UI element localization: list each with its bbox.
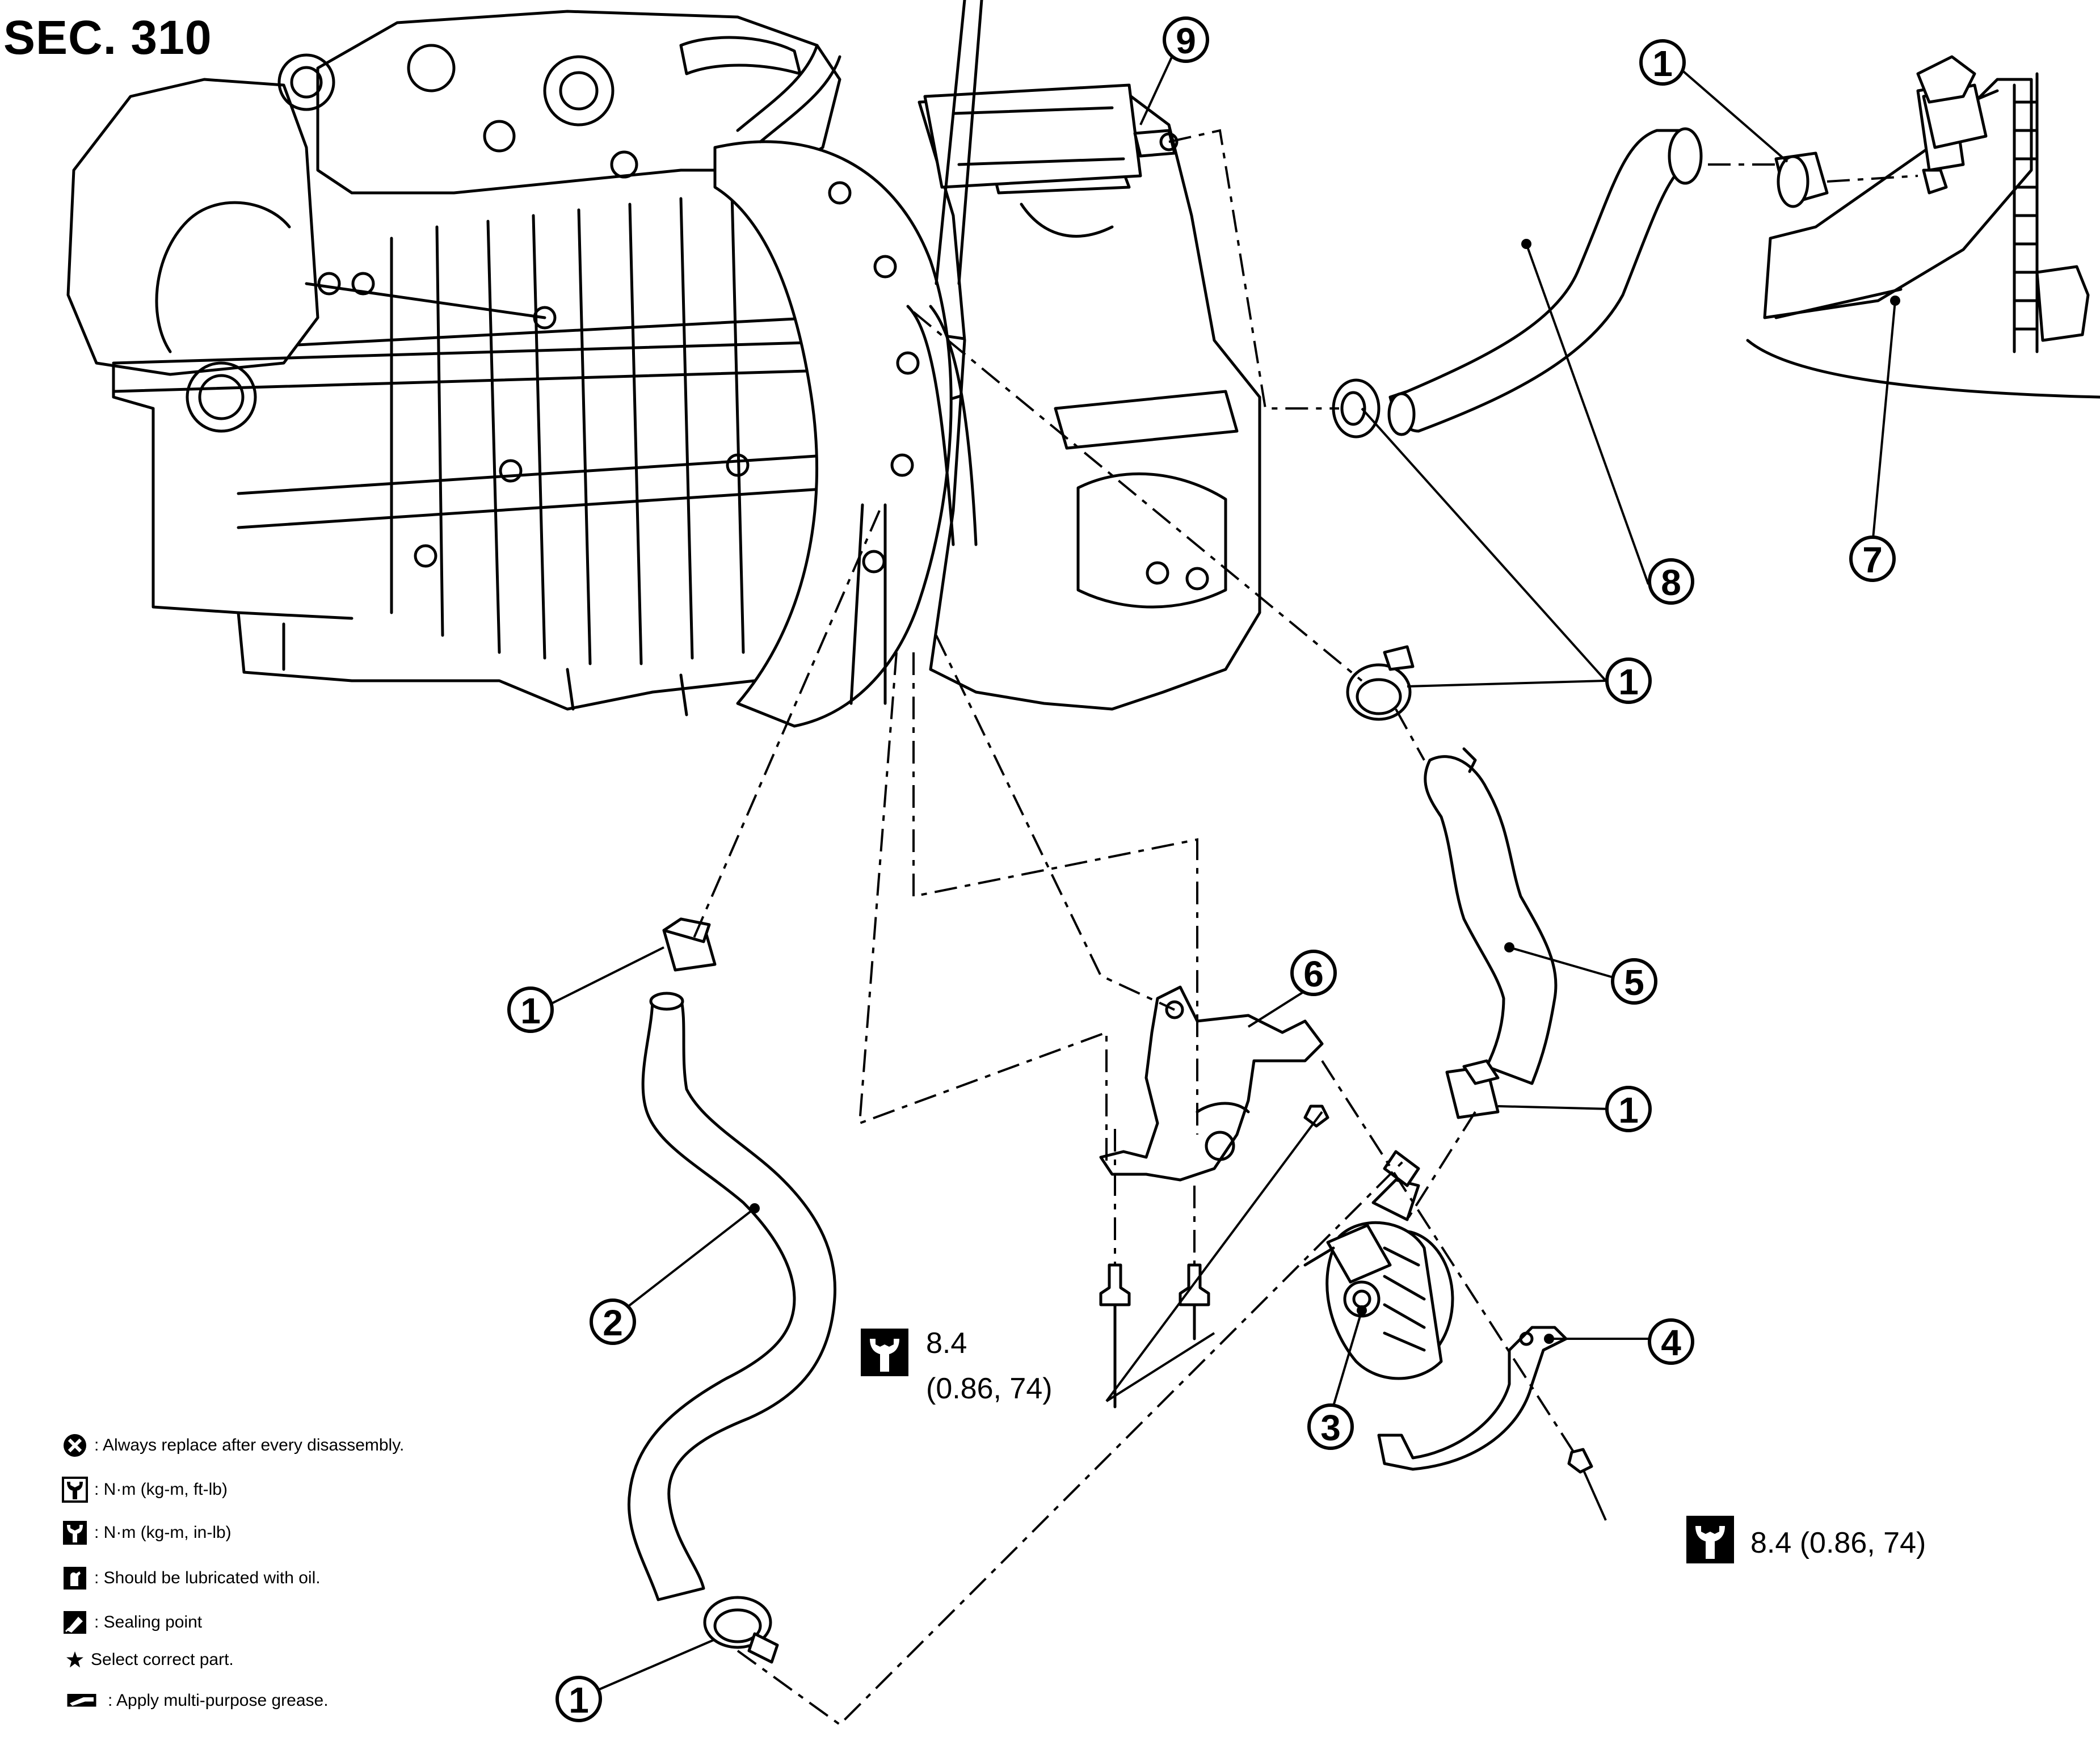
svg-text:1: 1 bbox=[520, 990, 541, 1031]
callout-number-1-bottom: 1 bbox=[555, 1676, 602, 1722]
sealant-icon bbox=[64, 1611, 86, 1634]
engine-transaxle-assembly bbox=[66, 0, 1261, 728]
torque-ftlb-icon bbox=[62, 1477, 88, 1503]
radiator bbox=[1746, 55, 2100, 399]
callout-number-9: 9 bbox=[1163, 16, 1209, 63]
hose-5 bbox=[1424, 747, 1558, 1085]
legend-row-replace: : Always replace after every disassembly… bbox=[61, 1430, 404, 1461]
clamp-hose-2-bottom bbox=[703, 1596, 779, 1664]
callout-number-4: 4 bbox=[1648, 1318, 1694, 1365]
svg-text:3: 3 bbox=[1320, 1407, 1341, 1448]
torque-wrench-icon bbox=[1686, 1516, 1734, 1563]
callout-number-8: 8 bbox=[1648, 558, 1694, 605]
callout-number-2: 2 bbox=[590, 1298, 636, 1345]
legend-text: : Should be lubricated with oil. bbox=[94, 1569, 321, 1587]
callout-number-1-left: 1 bbox=[507, 986, 554, 1033]
hose-2 bbox=[628, 992, 837, 1601]
pump-bracket-4 bbox=[1377, 1326, 1568, 1471]
legend-row-sealant: : Sealing point bbox=[61, 1607, 202, 1638]
svg-text:5: 5 bbox=[1624, 962, 1644, 1003]
oil-can-icon bbox=[64, 1567, 86, 1590]
torque-wrench-icon bbox=[861, 1329, 908, 1376]
callout-number-5: 5 bbox=[1611, 958, 1657, 1005]
star-icon bbox=[66, 1651, 83, 1668]
torque-inlb-icon bbox=[63, 1521, 87, 1545]
legend-text: : Sealing point bbox=[94, 1613, 203, 1631]
legend-row-torque-inlb: : N·m (kg-m, in-lb) bbox=[61, 1517, 232, 1549]
torque-units-left: (0.86, 74) bbox=[926, 1372, 1053, 1405]
legend-text: : N·m (kg-m, in-lb) bbox=[94, 1523, 232, 1542]
callout-number-1-middle-right: 1 bbox=[1605, 657, 1652, 704]
callout-number-1-lower-right: 1 bbox=[1605, 1086, 1652, 1132]
bracket-6 bbox=[1099, 985, 1324, 1182]
electric-water-pump bbox=[1303, 1150, 1454, 1380]
legend-row-oil: : Should be lubricated with oil. bbox=[61, 1562, 321, 1594]
svg-text:1: 1 bbox=[1618, 661, 1639, 702]
grease-icon bbox=[67, 1694, 96, 1707]
legend-row-star: Select correct part. bbox=[61, 1644, 234, 1676]
legend-text: : N·m (kg-m, ft-lb) bbox=[94, 1480, 228, 1499]
callout-number-6: 6 bbox=[1290, 950, 1337, 996]
clamp-upper-right bbox=[1774, 151, 1829, 208]
legend-text: Select correct part. bbox=[91, 1650, 234, 1669]
svg-text:6: 6 bbox=[1303, 954, 1324, 994]
callout-number-1-top-right: 1 bbox=[1639, 39, 1686, 86]
assembly-dashed-lines bbox=[691, 129, 1918, 1726]
section-title: SEC. 310 bbox=[3, 11, 212, 64]
svg-text:1: 1 bbox=[569, 1680, 589, 1721]
svg-text:2: 2 bbox=[603, 1302, 623, 1343]
callout-number-3: 3 bbox=[1307, 1403, 1354, 1450]
svg-text:4: 4 bbox=[1661, 1322, 1681, 1363]
legend-row-torque-ftlb: : N·m (kg-m, ft-lb) bbox=[61, 1474, 228, 1506]
callout-number-7: 7 bbox=[1849, 536, 1896, 582]
hose-8-ring bbox=[1332, 378, 1381, 439]
svg-text:8: 8 bbox=[1661, 562, 1681, 603]
hose-8 bbox=[1387, 127, 1703, 436]
legend-text: : Apply multi-purpose grease. bbox=[108, 1691, 329, 1710]
replace-x-icon bbox=[64, 1434, 86, 1457]
legend-text: : Always replace after every disassembly… bbox=[94, 1436, 405, 1454]
legend-row-grease: : Apply multi-purpose grease. bbox=[61, 1685, 329, 1717]
torque-value-left: 8.4 bbox=[926, 1327, 967, 1360]
svg-text:1: 1 bbox=[1652, 43, 1673, 84]
callout-leaders bbox=[550, 50, 1900, 1694]
torque-value-right: 8.4 (0.86, 74) bbox=[1750, 1527, 1926, 1559]
svg-text:7: 7 bbox=[1862, 539, 1883, 580]
clamp-lower-right bbox=[1445, 1059, 1500, 1119]
clamp-hose-2-top bbox=[662, 917, 717, 972]
callout-label-9: 9 bbox=[1176, 20, 1196, 61]
svg-text:1: 1 bbox=[1618, 1090, 1639, 1131]
clamp-middle bbox=[1346, 645, 1415, 721]
